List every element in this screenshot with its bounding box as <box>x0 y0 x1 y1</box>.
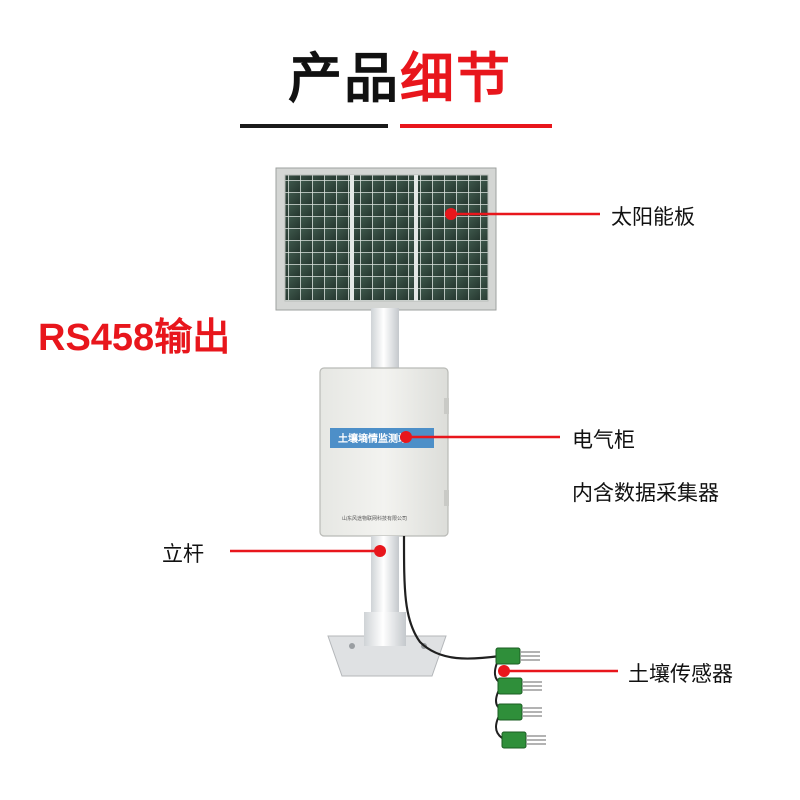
svg-text:山东风途物联网科技有限公司: 山东风途物联网科技有限公司 <box>342 515 407 522</box>
title-part-detail: 细节 <box>400 47 512 110</box>
title-underline-dark <box>240 124 388 128</box>
label-soil-sensor: 土壤传感器 <box>628 662 733 686</box>
callout-pole <box>230 545 386 557</box>
soil-sensor-4 <box>501 731 546 749</box>
label-cabinet: 电气柜 <box>572 428 635 452</box>
svg-text:土壤墒情监测站: 土壤墒情监测站 <box>338 432 408 445</box>
label-pole: 立杆 <box>162 542 204 566</box>
page-title: 产品细节 <box>0 34 800 113</box>
callout-soil-sensor <box>498 665 618 677</box>
upper-pole <box>371 308 399 372</box>
sensor-cable <box>402 535 501 660</box>
label-cabinet-sub: 内含数据采集器 <box>572 481 719 505</box>
title-part-product: 产品 <box>288 47 400 110</box>
pole-base <box>327 612 447 677</box>
title-underline-red <box>400 124 552 128</box>
callout-cabinet <box>400 431 560 443</box>
electrical-cabinet: 土壤墒情监测站 山东风途物联网科技有限公司 <box>319 367 449 537</box>
soil-sensor-3 <box>497 703 542 721</box>
rs458-output-label: RS458输出 <box>38 317 231 359</box>
soil-sensor-2 <box>497 677 542 695</box>
callout-solar-panel <box>445 208 600 220</box>
soil-sensor-1 <box>495 647 540 665</box>
soil-sensors <box>495 647 546 749</box>
label-solar-panel: 太阳能板 <box>611 205 695 229</box>
solar-panel <box>275 167 497 311</box>
